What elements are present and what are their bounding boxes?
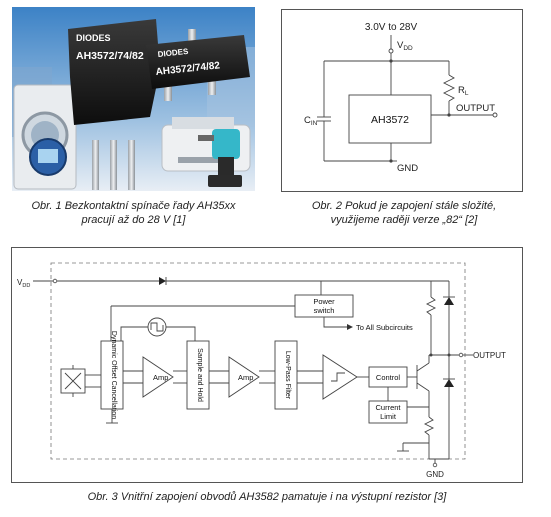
output-terminal [492,112,498,118]
vdd-label: V [17,278,23,287]
figure-2-circuit: 3.0V to 28V VDD CIN RL AH3572 OUTPUT GND [281,9,523,192]
lowpass-filter-label: Low-Pass Filter [284,351,291,400]
supply-label: 3.0V to 28V [365,22,418,33]
zener-diode-bottom [444,379,454,387]
figure-1-photo: DIODES AH3572/74/82 DIODES AH3572/74/82 [12,7,255,191]
subcircuits-label: To All Subcircuits [356,323,413,332]
amp2-label: Amp [238,373,253,382]
svg-text:CIN: CIN [304,115,318,127]
control-label: Control [376,373,401,382]
gnd-label: GND [397,163,418,174]
rl-subscript: L [465,90,469,97]
vdd-terminal [388,48,394,54]
ah3572-block [348,94,432,144]
sample-hold-block [186,340,210,410]
lowpass-filter-block [274,340,298,410]
output-terminal [458,352,464,358]
dynamic-offset-label: Dynamic Offset Cancellation [110,331,117,419]
figure-1-caption-line2: pracují až do 28 V [1] [81,214,186,226]
rl-label: R [458,85,465,96]
output-label: OUTPUT [473,351,506,360]
cin-subscript: IN [311,120,318,127]
figure-3-caption: Obr. 3 Vnitřní zapojení obvodů AH3582 pa… [11,490,523,504]
ic-boundary [50,262,466,460]
svg-text:VDD: VDD [397,40,413,52]
figure-2-caption-line2: využijeme raději verze „82“ [2] [330,214,478,226]
zener-diode-top [444,297,454,305]
flow-meter-image [29,138,67,176]
amp2-triangle [228,356,260,398]
gnd-label: GND [426,470,444,479]
current-limit-line1: Current [375,403,401,412]
vdd-subscript: DD [22,283,30,289]
sample-hold-label: Sample and Hold [196,348,203,402]
chip-label: AH3572 [371,114,409,126]
amp1-triangle [142,356,174,398]
figure-2-caption-line1: Obr. 2 Pokud je zapojení stále složité, [311,200,497,212]
power-switch-line2: switch [314,306,335,315]
sense-resistor [423,416,435,436]
input-diode [159,277,166,285]
hysteresis-icon [331,372,345,382]
figure-1-caption: Obr. 1 Bezkontaktní spínače řady AH35xx … [10,199,257,227]
svg-text:VDD: VDD [17,278,30,289]
output-label: OUTPUT [456,103,495,114]
product-photo: DIODES AH3572/74/82 DIODES AH3572/74/82 [12,7,255,191]
amp1-label: Amp [153,373,168,382]
pullup-resistor [425,296,437,316]
comparator-triangle [322,354,358,400]
drill-image [198,129,242,187]
vdd-subscript: DD [403,45,413,52]
chip1-brand: DIODES [76,33,111,43]
chip-to92: DIODES AH3572/74/82 [68,19,160,190]
figure-3-frame [11,247,523,483]
svg-text:RL: RL [458,85,469,97]
chip2-brand: DIODES [157,47,189,59]
current-limit-line2: Limit [380,412,397,421]
figure-3-block-diagram: VDD Power switch To All Subcircuits Dyna… [11,247,523,483]
figure-3-caption-line: Obr. 3 Vnitřní zapojení obvodů AH3582 pa… [87,491,447,503]
figure-2-caption: Obr. 2 Pokud je zapojení stále složité, … [276,199,532,227]
chip1-part: AH3572/74/82 [76,50,144,62]
gnd-terminal [432,462,438,468]
power-switch-line1: Power [313,297,335,306]
chip-sot23: DIODES AH3572/74/82 [146,29,250,101]
vdd-label: V [397,40,404,51]
cin-label: C [304,115,311,126]
figure-1-caption-line1: Obr. 1 Bezkontaktní spínače řady AH35xx [31,200,236,212]
resistor-rl [442,74,456,102]
